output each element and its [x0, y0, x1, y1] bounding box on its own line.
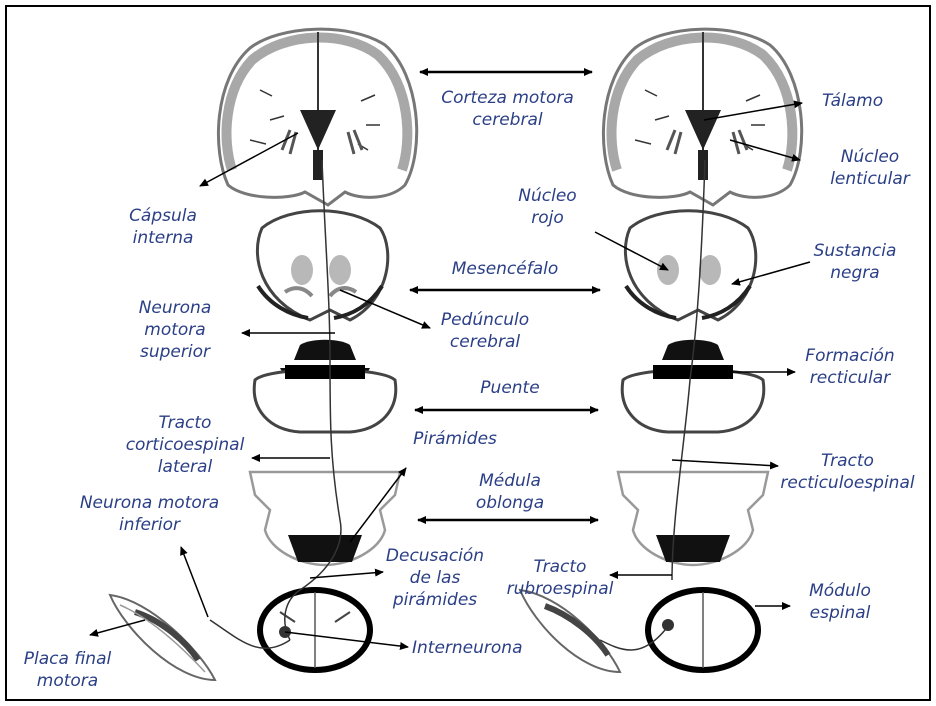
- label-decusacion-de-las-piramides: Decusación de las pirámides: [375, 545, 495, 611]
- label-formacion-recticular: Formación recticular: [790, 345, 910, 389]
- label-modulo-espinal: Módulo espinal: [790, 580, 890, 624]
- label-placa-final-motora: Placa final motora: [10, 648, 125, 692]
- label-pedunculo-cerebral: Pedúnculo cerebral: [425, 309, 545, 353]
- right-midbrain-section: [625, 211, 755, 320]
- left-muscle: [110, 595, 215, 680]
- label-neurona-motora-superior: Neurona motora superior: [110, 297, 240, 363]
- label-interneurona: Interneurona: [412, 637, 523, 659]
- label-nucleo-rojo: Núcleo rojo: [500, 185, 595, 229]
- label-sustancia-negra: Sustancia negra: [805, 240, 905, 284]
- level-arrows: [410, 72, 600, 520]
- label-medula-oblonga: Médula oblonga: [455, 470, 565, 514]
- label-corteza-motora-cerebral: Corteza motora cerebral: [420, 87, 595, 131]
- label-nucleo-lenticular: Núcleo lenticular: [820, 146, 920, 190]
- label-tracto-rubroespinal: Tracto rubroespinal: [500, 556, 620, 600]
- label-piramides: Pirámides: [400, 428, 510, 450]
- left-spinal-cord-section: [260, 590, 370, 670]
- label-mesencefalo: Mesencéfalo: [430, 258, 580, 280]
- label-capsula-interna: Cápsula interna: [108, 205, 218, 249]
- label-puente: Puente: [450, 377, 570, 399]
- right-muscle: [520, 590, 620, 672]
- label-tracto-corticoespinal-lateral: Tracto corticoespinal lateral: [115, 412, 255, 478]
- right-medulla-section: [618, 472, 768, 565]
- left-brain-coronal-section: [218, 29, 416, 205]
- left-midbrain-section: [257, 211, 387, 320]
- right-brain-coronal-section: [603, 29, 801, 205]
- left-pons-section: [254, 340, 396, 432]
- label-neurona-motora-inferior: Neurona motora inferior: [62, 492, 237, 536]
- label-talamo: Tálamo: [822, 90, 883, 112]
- label-tracto-recticuloespinal: Tracto recticuloespinal: [770, 450, 925, 494]
